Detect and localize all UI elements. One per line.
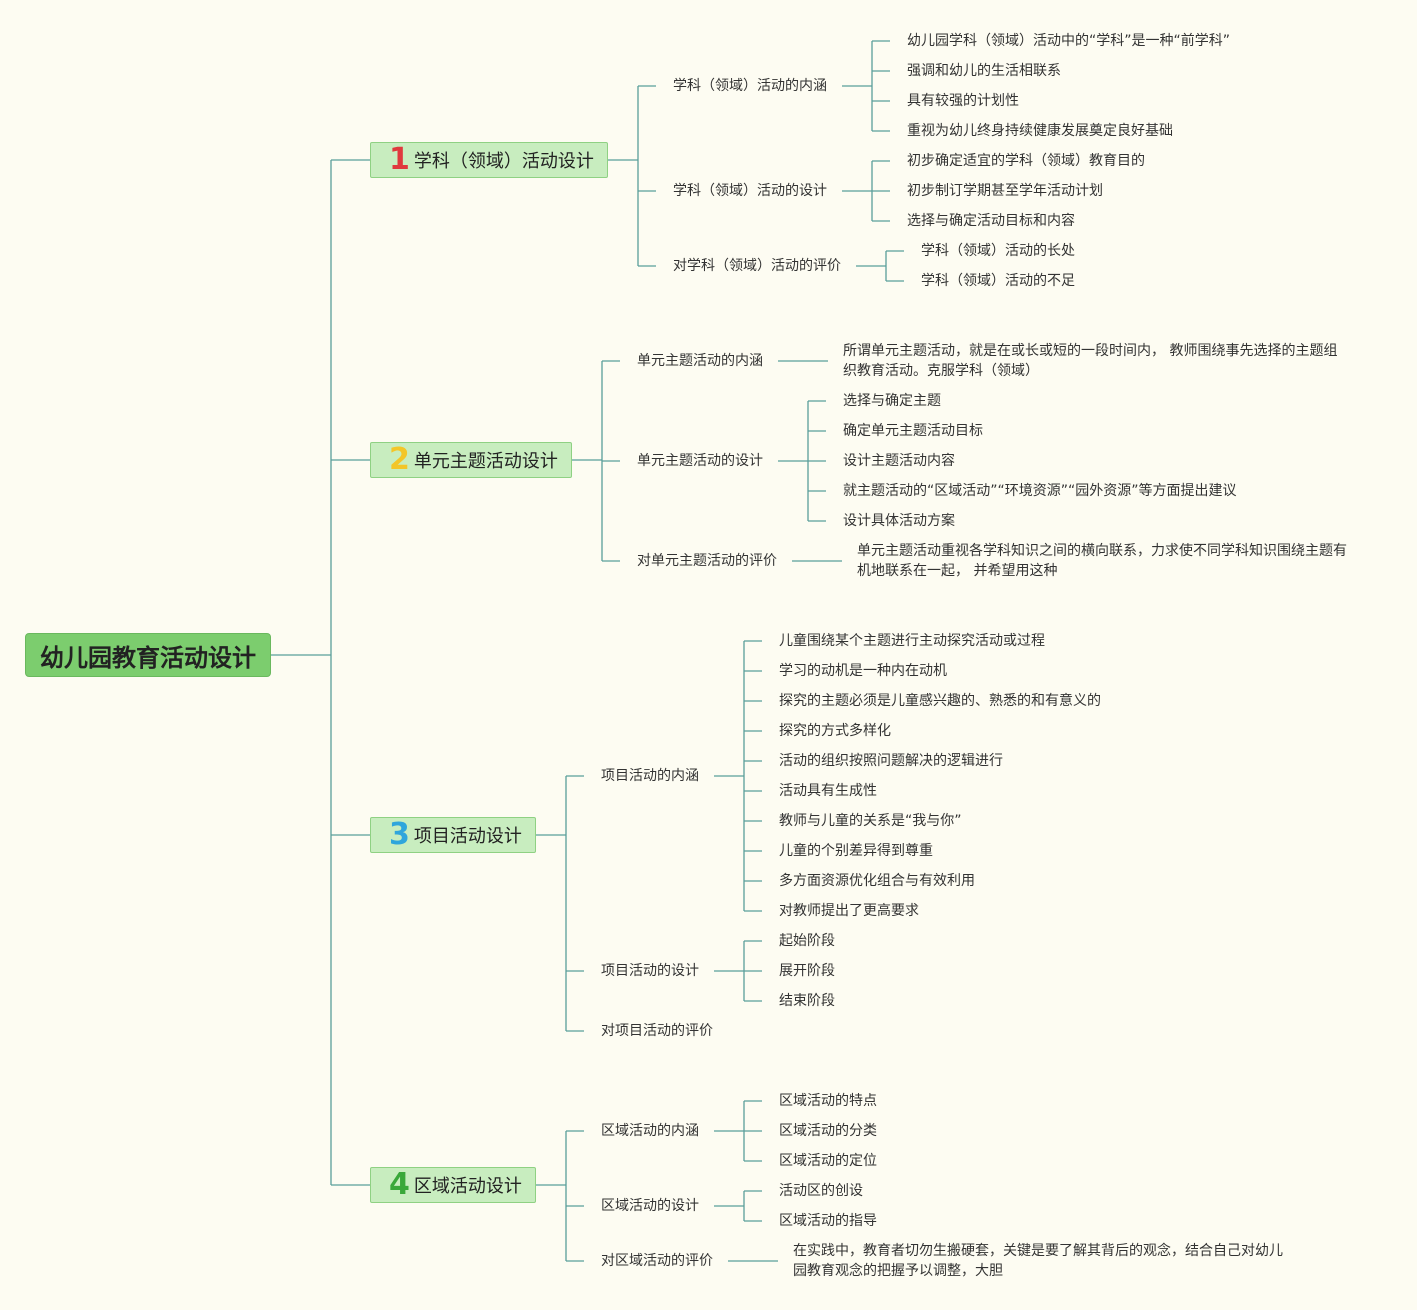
leaf-item[interactable]: 多方面资源优化组合与有效利用 (779, 873, 975, 889)
branch-label[interactable]: 对学科（领域）活动的评价 (673, 258, 841, 274)
leaf-item[interactable]: 确定单元主题活动目标 (843, 423, 983, 439)
leaf-item[interactable]: 活动区的创设 (779, 1183, 863, 1199)
branch-label[interactable]: 单元主题活动的设计 (637, 453, 763, 469)
leaf-item[interactable]: 活动的组织按照问题解决的逻辑进行 (779, 753, 1003, 769)
section-node-3[interactable]: 3 项目活动设计 (370, 817, 536, 853)
section-number: 4 (389, 1167, 410, 1202)
leaf-item[interactable]: 探究的方式多样化 (779, 723, 891, 739)
leaf-item[interactable]: 幼儿园学科（领域）活动中的“学科”是一种“前学科” (907, 33, 1231, 49)
leaf-item[interactable]: 重视为幼儿终身持续健康发展奠定良好基础 (907, 123, 1173, 139)
leaf-item[interactable]: 儿童围绕某个主题进行主动探究活动或过程 (779, 633, 1045, 649)
leaf-item[interactable]: 教师与儿童的关系是“我与你” (779, 813, 962, 829)
section-number: 3 (389, 817, 410, 852)
root-node[interactable]: 幼儿园教育活动设计 (25, 633, 271, 677)
branch-label[interactable]: 项目活动的设计 (601, 963, 699, 979)
leaf-item[interactable]: 设计具体活动方案 (843, 513, 955, 529)
leaf-item[interactable]: 学习的动机是一种内在动机 (779, 663, 947, 679)
leaf-item[interactable]: 选择与确定主题 (843, 393, 941, 409)
leaf-item[interactable]: 区域活动的定位 (779, 1153, 877, 1169)
leaf-item[interactable]: 学科（领域）活动的长处 (921, 243, 1075, 259)
leaf-item[interactable]: 就主题活动的“区域活动”“环境资源”“园外资源”等方面提出建议 (843, 483, 1237, 499)
branch-label[interactable]: 对项目活动的评价 (601, 1023, 713, 1039)
branch-label[interactable]: 区域活动的设计 (601, 1198, 699, 1214)
leaf-item[interactable]: 强调和幼儿的生活相联系 (907, 63, 1061, 79)
note-text: 在实践中，教育者切勿生搬硬套，关键是要了解其背后的观念，结合自己对幼儿园教育观念… (793, 1243, 1283, 1279)
leaf-item[interactable]: 起始阶段 (779, 933, 835, 949)
leaf-item[interactable]: 具有较强的计划性 (907, 93, 1019, 109)
leaf-item[interactable]: 学科（领域）活动的不足 (921, 273, 1075, 289)
leaf-item[interactable]: 区域活动的分类 (779, 1123, 877, 1139)
leaf-item[interactable]: 初步制订学期甚至学年活动计划 (907, 183, 1103, 199)
leaf-item[interactable]: 初步确定适宜的学科（领域）教育目的 (907, 153, 1145, 169)
section-node-4[interactable]: 4 区域活动设计 (370, 1167, 536, 1203)
section-number: 1 (389, 142, 410, 177)
leaf-item[interactable]: 儿童的个别差异得到尊重 (779, 843, 933, 859)
leaf-item[interactable]: 活动具有生成性 (779, 783, 877, 799)
branch-label[interactable]: 单元主题活动的内涵 (637, 353, 763, 369)
leaf-item[interactable]: 探究的主题必须是儿童感兴趣的、熟悉的和有意义的 (779, 693, 1101, 709)
leaf-item[interactable]: 展开阶段 (779, 963, 835, 979)
branch-label[interactable]: 学科（领域）活动的设计 (673, 183, 827, 199)
leaf-item[interactable]: 区域活动的特点 (779, 1093, 877, 1109)
leaf-item[interactable]: 设计主题活动内容 (843, 453, 955, 469)
section-title: 项目活动设计 (413, 826, 522, 847)
branch-label[interactable]: 对区域活动的评价 (601, 1253, 713, 1269)
branch-label[interactable]: 区域活动的内涵 (601, 1123, 699, 1139)
leaf-item[interactable]: 对教师提出了更高要求 (779, 903, 919, 919)
note-text: 所谓单元主题活动，就是在或长或短的一段时间内， 教师围绕事先选择的主题组织教育活… (843, 343, 1338, 379)
note-text: 单元主题活动重视各学科知识之间的横向联系，力求使不同学科知识围绕主题有机地联系在… (857, 543, 1347, 579)
leaf-item[interactable]: 区域活动的指导 (779, 1213, 877, 1229)
leaf-item[interactable]: 选择与确定活动目标和内容 (907, 213, 1075, 229)
section-title: 区域活动设计 (413, 1176, 522, 1197)
leaf-item[interactable]: 结束阶段 (779, 993, 835, 1009)
branch-label[interactable]: 学科（领域）活动的内涵 (673, 78, 827, 94)
branch-label[interactable]: 对单元主题活动的评价 (637, 553, 777, 569)
section-node-2[interactable]: 2 单元主题活动设计 (370, 442, 572, 478)
section-title: 单元主题活动设计 (413, 451, 558, 472)
section-number: 2 (389, 442, 410, 477)
branch-label[interactable]: 项目活动的内涵 (601, 768, 699, 784)
section-node-1[interactable]: 1 学科（领域）活动设计 (370, 142, 608, 178)
section-title: 学科（领域）活动设计 (413, 151, 594, 172)
